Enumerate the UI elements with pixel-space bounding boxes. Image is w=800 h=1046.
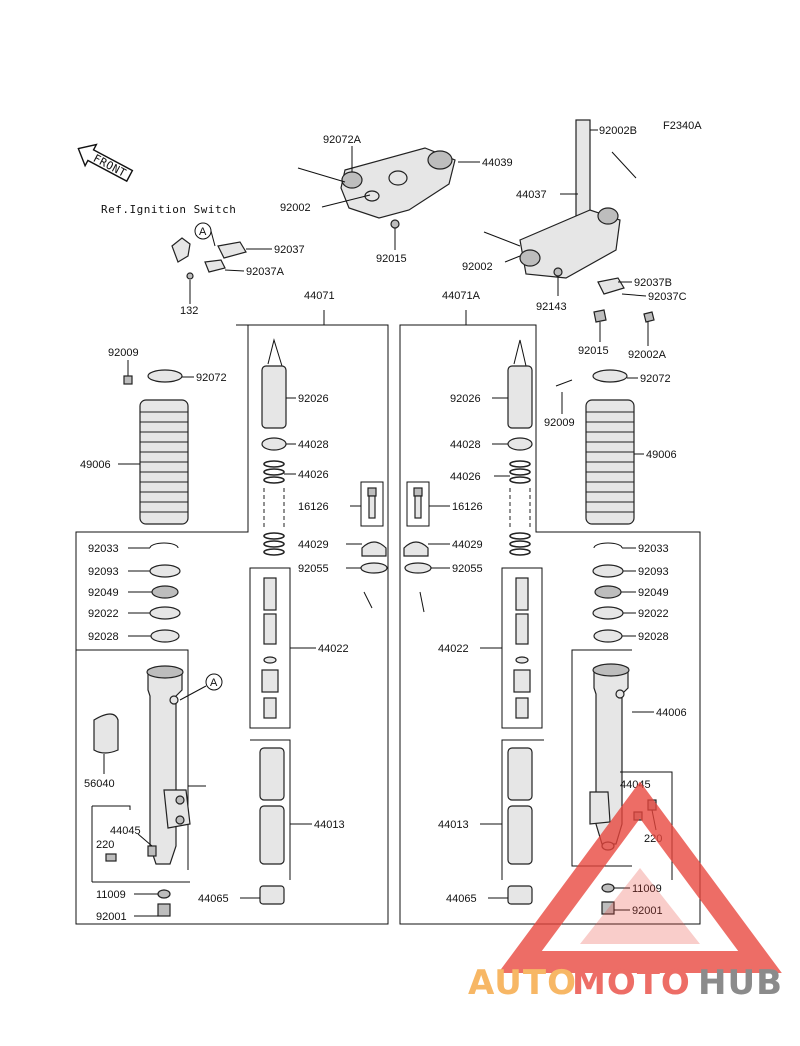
label-92055-left: 92055 <box>298 563 329 575</box>
figure-code: F2340A <box>663 120 702 132</box>
label-92143: 92143 <box>536 301 567 313</box>
label-92002A: 92002A <box>628 349 667 361</box>
callout-a-label: A <box>199 226 207 238</box>
label-92009-left: 92009 <box>108 347 139 359</box>
right-fork-parts: 92026 92072 92009 44028 49006 <box>403 339 687 917</box>
label-44071A: 44071A <box>442 290 481 302</box>
svg-text:A: A <box>210 677 218 689</box>
label-92026-right: 92026 <box>450 393 481 405</box>
label-92001-right: 92001 <box>632 905 663 917</box>
label-56040: 56040 <box>84 778 115 790</box>
label-44039: 44039 <box>482 157 513 169</box>
label-44037: 44037 <box>516 189 547 201</box>
label-44029-left: 44029 <box>298 539 329 551</box>
label-92072-left: 92072 <box>196 372 227 384</box>
front-direction-arrow-icon: FRONT <box>77 143 134 183</box>
label-92072A: 92072A <box>323 134 362 146</box>
left-fork-frame: 44071 <box>75 290 389 925</box>
label-44045-left: 44045 <box>110 825 141 837</box>
label-92072-right: 92072 <box>640 373 671 385</box>
label-92028-right: 92028 <box>638 631 669 643</box>
left-fork-parts: 92009 92072 49006 92026 44028 <box>76 338 388 923</box>
label-92037B: 92037B <box>634 277 672 289</box>
label-49006-left: 49006 <box>80 459 111 471</box>
label-92002-top: 92002 <box>280 202 311 214</box>
ref-ignition-note: Ref.Ignition Switch <box>101 203 236 216</box>
label-92033-right: 92033 <box>638 543 669 555</box>
right-fork-frame: 44071A <box>399 290 701 925</box>
ignition-bracket-group: A 92037 92037A 132 <box>171 222 305 317</box>
label-220-left: 220 <box>96 839 114 851</box>
label-132: 132 <box>180 305 198 317</box>
label-92001-left: 92001 <box>96 911 127 923</box>
label-92093-right: 92093 <box>638 566 669 578</box>
label-44065-left: 44065 <box>198 893 229 905</box>
watermark-hub: HUB <box>698 963 783 1003</box>
front-label: FRONT <box>91 152 129 180</box>
label-92028-left: 92028 <box>88 631 119 643</box>
label-92055-right: 92055 <box>452 563 483 575</box>
label-44026-right: 44026 <box>450 471 481 483</box>
label-44006: 44006 <box>656 707 687 719</box>
label-49006-right: 49006 <box>646 449 677 461</box>
label-16126-left: 16126 <box>298 501 329 513</box>
label-44013-left: 44013 <box>314 819 345 831</box>
label-44065-right: 44065 <box>446 893 477 905</box>
label-44026-left: 44026 <box>298 469 329 481</box>
upper-bracket-group: 92072A 44039 92002 92015 <box>280 134 513 265</box>
label-16126-right: 16126 <box>452 501 483 513</box>
label-92037: 92037 <box>274 244 305 256</box>
watermark-moto: MOTO <box>572 963 691 1003</box>
label-92022-right: 92022 <box>638 608 669 620</box>
label-92037C: 92037C <box>648 291 687 303</box>
label-44022-right: 44022 <box>438 643 469 655</box>
label-92002B: 92002B <box>599 125 637 137</box>
label-92093-left: 92093 <box>88 566 119 578</box>
label-92033-left: 92033 <box>88 543 119 555</box>
label-44022-left: 44022 <box>318 643 349 655</box>
label-11009-right: 11009 <box>632 883 662 895</box>
label-92015-top: 92015 <box>376 253 407 265</box>
label-11009-left: 11009 <box>96 889 126 901</box>
watermark-auto: AUTO <box>468 963 577 1003</box>
label-92049-left: 92049 <box>88 587 119 599</box>
label-44013-right: 44013 <box>438 819 469 831</box>
label-44071: 44071 <box>304 290 335 302</box>
automotohub-watermark-logo: AUTO MOTO HUB <box>468 781 783 1003</box>
label-92002-right: 92002 <box>462 261 493 273</box>
label-44028-right: 44028 <box>450 439 481 451</box>
label-92009-right: 92009 <box>544 417 575 429</box>
label-92022-left: 92022 <box>88 608 119 620</box>
label-92049-right: 92049 <box>638 587 669 599</box>
label-92015-right: 92015 <box>578 345 609 357</box>
label-92037A: 92037A <box>246 266 285 278</box>
label-92026-left: 92026 <box>298 393 329 405</box>
label-44028-left: 44028 <box>298 439 329 451</box>
steering-stem-group: 92002B 44037 92002 92037B 92143 92037C 9… <box>462 119 687 361</box>
label-44029-right: 44029 <box>452 539 483 551</box>
